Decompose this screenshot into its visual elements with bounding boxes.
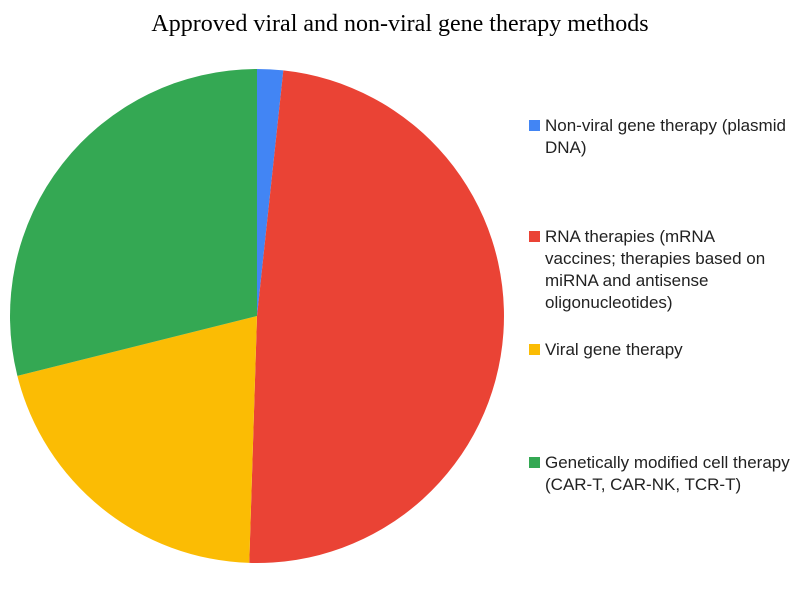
pie-slice-2 <box>17 316 257 563</box>
pie-slice-1 <box>249 70 504 564</box>
pie-slice-0 <box>257 69 284 316</box>
chart-title: Approved viral and non-viral gene therap… <box>151 11 649 37</box>
pie-slice-3 <box>10 69 257 376</box>
